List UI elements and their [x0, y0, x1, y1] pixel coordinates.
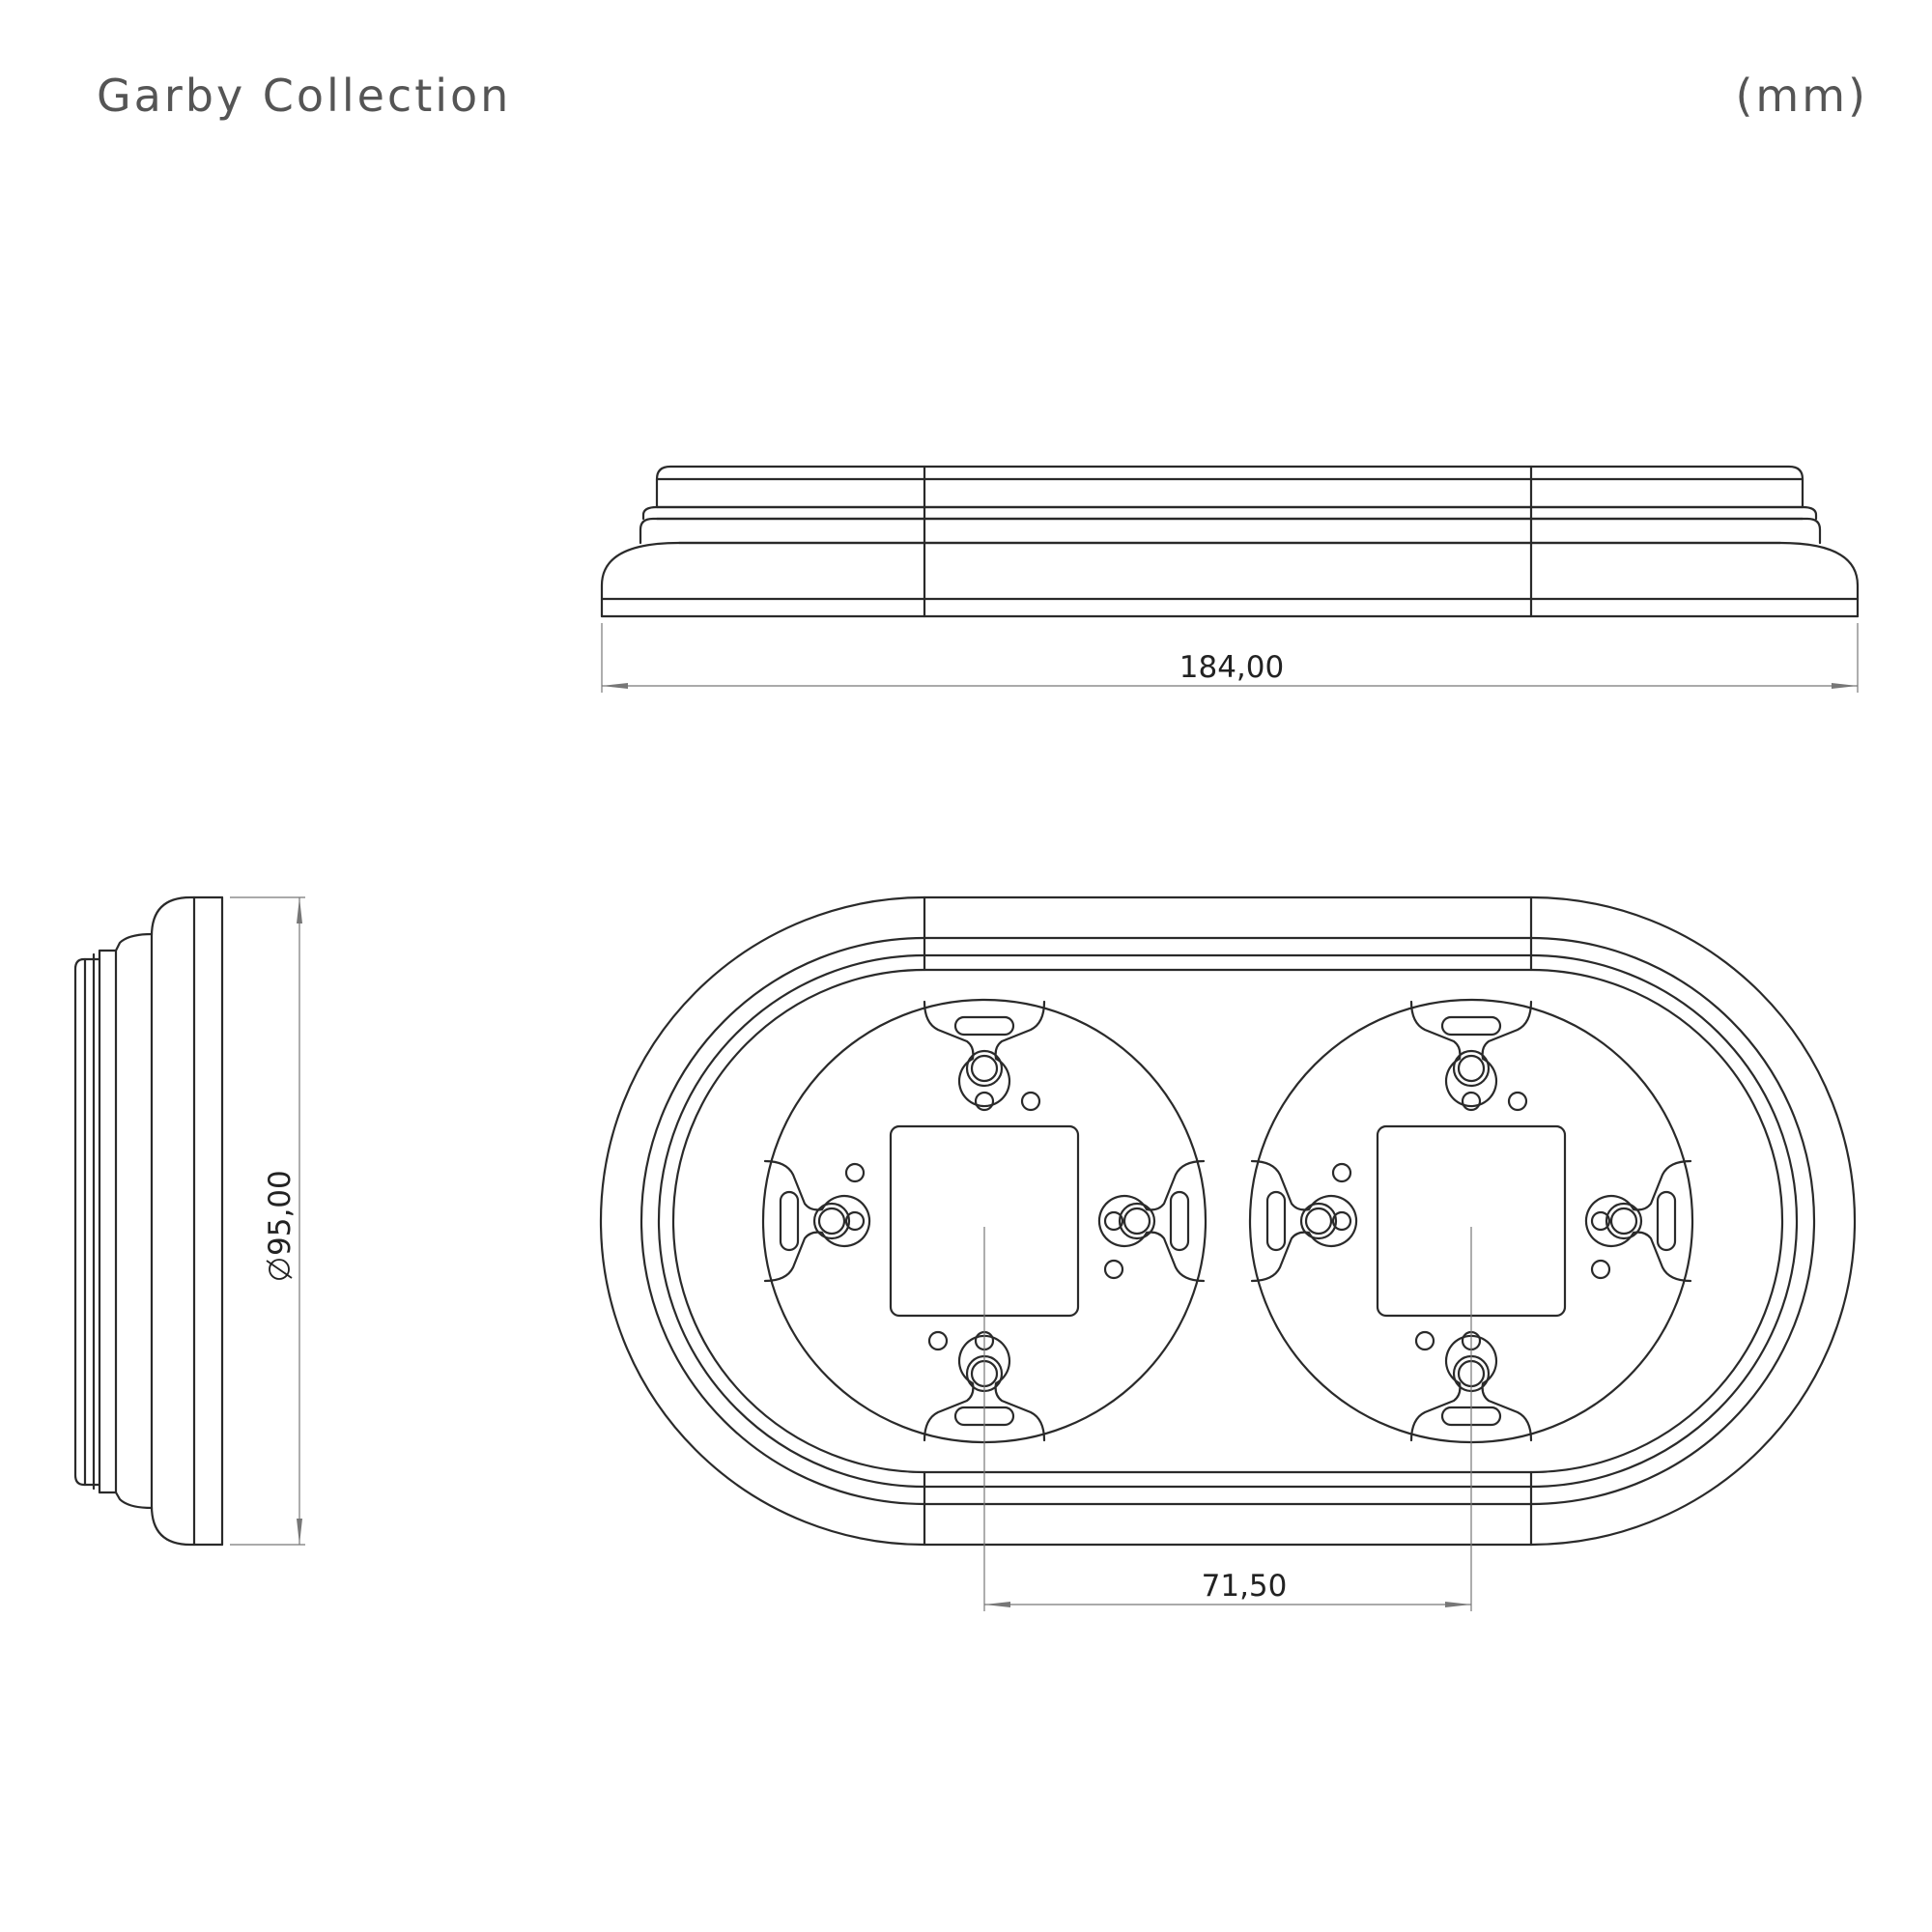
dimension-center-distance: 71,50 — [983, 1227, 1472, 1611]
dimension-label-center-distance: 71,50 — [1202, 1569, 1288, 1604]
page-title: Garby Collection — [97, 70, 512, 122]
dimension-label-length: 184,00 — [1179, 650, 1284, 685]
dimension-label-diameter: 95,00 — [263, 1170, 298, 1256]
units-label: (mm) — [1735, 70, 1868, 122]
dimension-overall-length: 184,00 — [601, 623, 1859, 693]
side-view — [600, 465, 1860, 618]
dimension-diameter: 95,00 — [230, 896, 305, 1546]
end-view — [73, 895, 224, 1547]
front-view — [599, 895, 1857, 1547]
